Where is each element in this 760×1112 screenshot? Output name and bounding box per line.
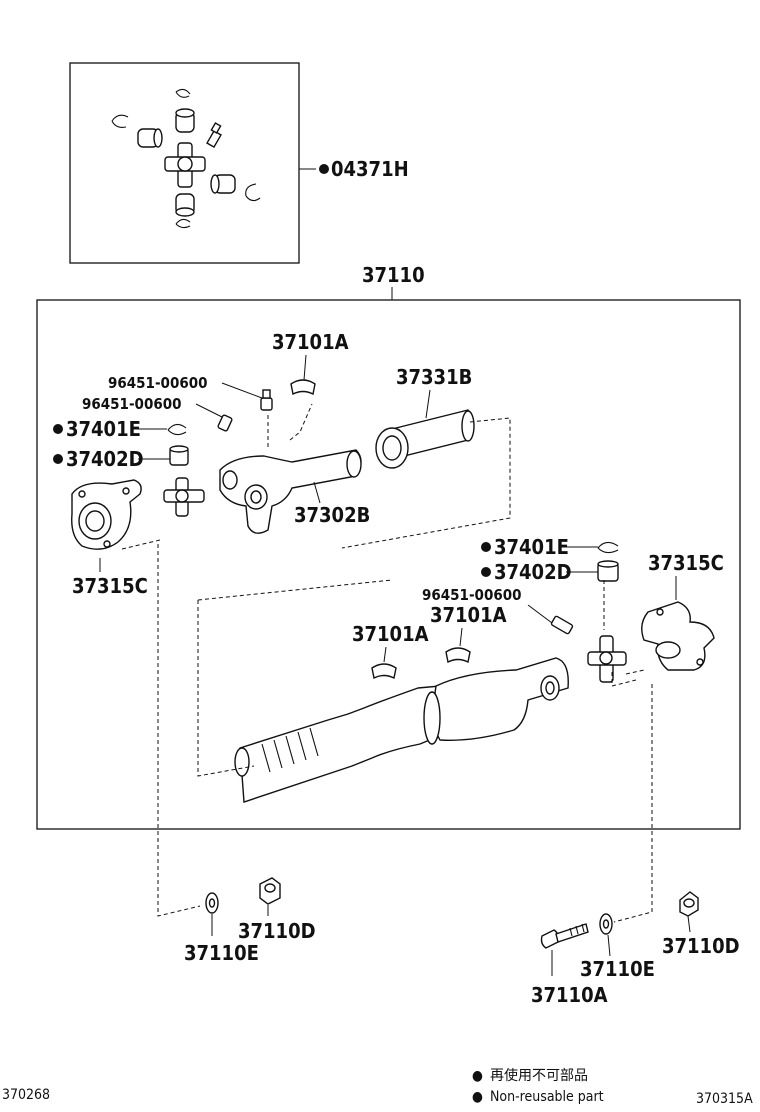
spider-bearing-label-1: 37402D xyxy=(66,447,144,471)
bearing-cap-icon xyxy=(290,379,316,396)
bearing-cap-label-3: 37101A xyxy=(352,622,429,646)
bolt-label: 37110A xyxy=(531,983,608,1007)
slip-yoke-icon xyxy=(219,449,362,534)
assembly-label: 37110 xyxy=(362,263,425,287)
kit-bearing-cup-icon xyxy=(175,108,195,133)
washer-icon xyxy=(599,913,613,935)
snap-ring-label-2: 37401E xyxy=(494,535,569,559)
snap-ring-icon xyxy=(167,423,187,436)
grease-nipple-icon xyxy=(550,615,574,635)
bearing-cap-icon xyxy=(445,647,471,664)
nut-label-1: 37110D xyxy=(238,919,316,943)
legend-marker-en: ● xyxy=(472,1089,483,1105)
legend-english-text: Non-reusable part xyxy=(490,1089,604,1105)
guide-line xyxy=(197,579,645,777)
boot-label: 37331B xyxy=(396,365,472,389)
kit-clip-icon xyxy=(111,114,129,128)
plug-leader-2 xyxy=(195,403,225,419)
spider-bearing-label-2: 37402D xyxy=(494,560,572,584)
bearing-cap-icon xyxy=(371,663,397,680)
grease-nipple-icon xyxy=(217,414,233,432)
snap-ring-label-1: 37401E xyxy=(66,417,141,441)
legend-marker-jp: ● xyxy=(472,1068,483,1084)
boot-icon xyxy=(375,409,475,469)
yoke-label: 37302B xyxy=(294,503,370,527)
plug-label-2: 96451-00600 xyxy=(82,395,182,413)
non-reusable-marker-icon xyxy=(53,454,63,464)
kit-spider-cross-icon xyxy=(164,142,206,188)
boot-leader xyxy=(425,389,431,419)
grease-nipple-icon xyxy=(260,389,273,411)
kit-clip-icon xyxy=(175,218,191,229)
bearing-cap-leader-1 xyxy=(303,354,307,381)
nut-leader-2 xyxy=(687,915,691,933)
spider-cross-icon xyxy=(587,635,627,683)
bolt-icon xyxy=(540,923,589,949)
inset-frame xyxy=(69,62,300,264)
footer-left-code: 370268 xyxy=(2,1087,50,1103)
non-reusable-marker-icon xyxy=(53,424,63,434)
yoke-leader xyxy=(313,481,321,504)
bearing-cap-label-1: 37101A xyxy=(272,330,349,354)
spider-bearing-icon xyxy=(597,560,619,582)
flange-label-1: 37315C xyxy=(72,574,148,598)
kit-bearing-cup-icon xyxy=(175,193,195,217)
washer-icon xyxy=(205,892,219,914)
washer-label-1: 37110E xyxy=(184,941,259,965)
non-reusable-marker-icon xyxy=(481,542,491,552)
propeller-shaft-icon xyxy=(234,657,569,803)
flange-yoke-icon xyxy=(641,601,715,671)
spider-kit-inset: 04371H xyxy=(69,62,409,264)
kit-clip-icon xyxy=(245,183,261,202)
spider-bearing-icon xyxy=(169,445,189,466)
bearing-cap-label-2: 37101A xyxy=(430,603,507,627)
guide-line xyxy=(121,403,511,550)
nut-label-2: 37110D xyxy=(662,934,740,958)
non-reusable-marker-icon xyxy=(481,567,491,577)
plug-label-1: 96451-00600 xyxy=(108,374,208,392)
non-reusable-marker-icon xyxy=(319,164,329,174)
flange-label-2: 37315C xyxy=(648,551,724,575)
snap-ring-icon xyxy=(597,541,619,554)
kit-grease-nipple-icon xyxy=(206,122,222,149)
flange-yoke-icon xyxy=(71,479,142,550)
nut-icon xyxy=(679,891,699,917)
kit-clip-icon xyxy=(175,88,191,98)
kit-label: 04371H xyxy=(331,157,409,181)
washer-label-2: 37110E xyxy=(580,957,655,981)
guide-line xyxy=(157,544,653,923)
bearing-cap-leader-2 xyxy=(459,627,463,647)
kit-bearing-cup-icon xyxy=(137,128,163,148)
plug-leader-1 xyxy=(221,382,263,399)
spline-lines xyxy=(261,727,319,773)
bearing-cap-leader-3 xyxy=(383,646,387,663)
legend-japanese-text: 再使用不可部品 xyxy=(490,1067,588,1084)
nut-icon xyxy=(259,877,281,905)
spider-cross-icon xyxy=(163,477,205,517)
plug-label-3: 96451-00600 xyxy=(422,586,522,604)
assembly-frame xyxy=(36,299,741,830)
washer-leader-2 xyxy=(607,934,611,957)
kit-bearing-cup-icon xyxy=(210,174,236,194)
footer-right-code: 370315A xyxy=(696,1091,753,1107)
